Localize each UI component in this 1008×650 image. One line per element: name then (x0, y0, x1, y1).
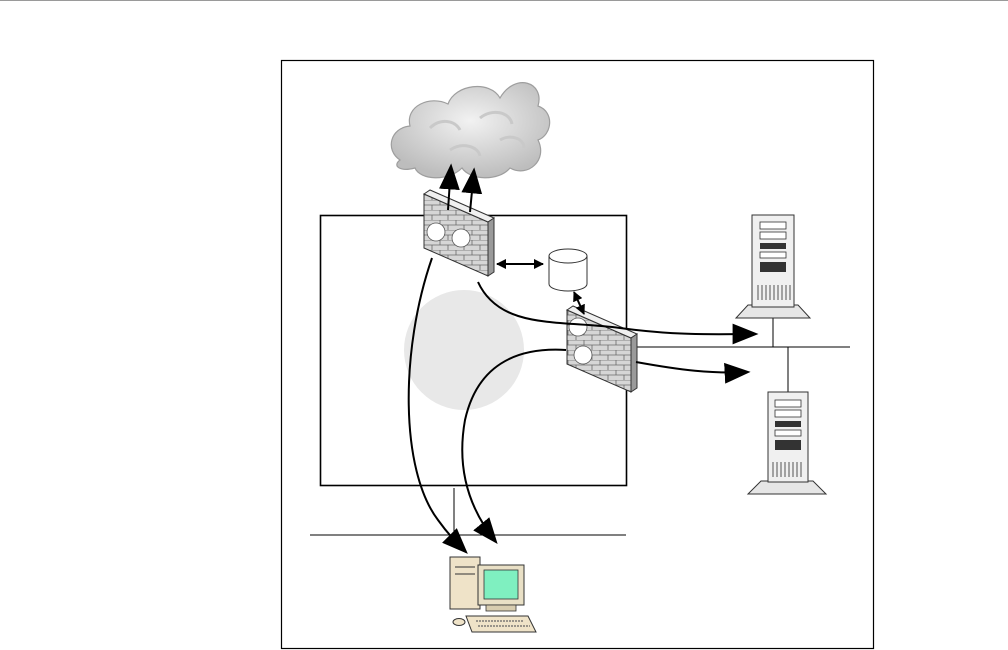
database-icon (549, 249, 587, 291)
edge-inner-firewall-to-server-bottom (636, 362, 748, 373)
dmz-zone-circle (404, 290, 524, 410)
desktop-computer-icon (450, 557, 536, 632)
server-bottom-icon (748, 392, 826, 494)
port-circle (574, 346, 592, 364)
port-circle (452, 229, 470, 247)
outer-firewall-icon (424, 190, 494, 276)
server-top-icon (736, 215, 810, 318)
cloud-icon (391, 83, 549, 178)
port-circle (427, 223, 445, 241)
port-circle (569, 318, 587, 336)
edge-firewall-to-internet-2 (470, 170, 474, 212)
